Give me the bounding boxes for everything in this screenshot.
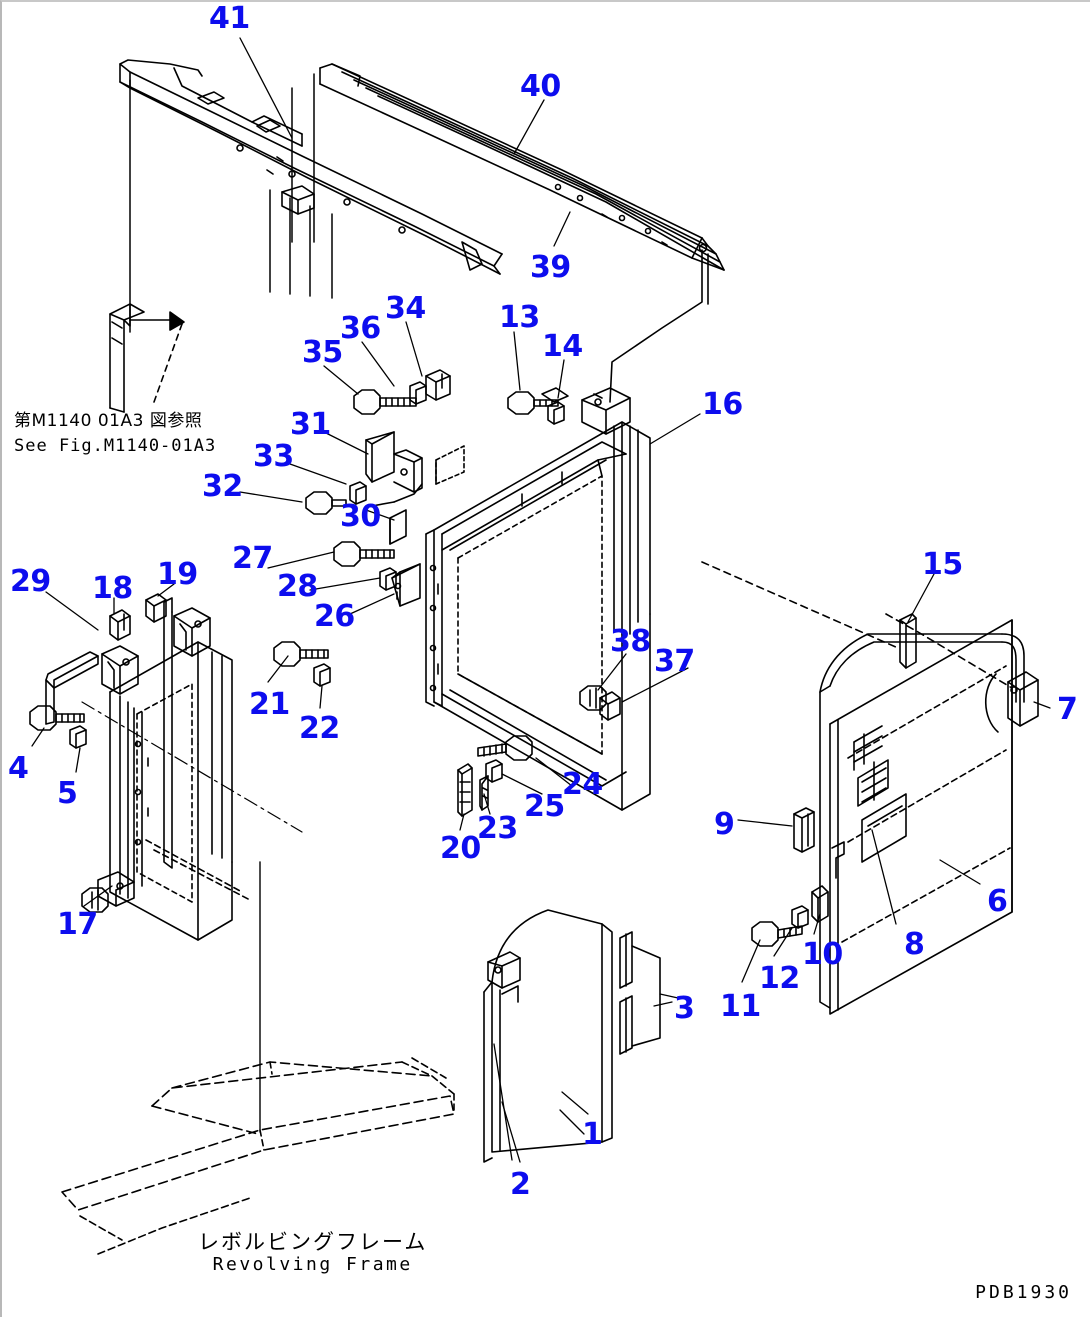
bracket-cluster-31 bbox=[365, 431, 423, 507]
fastener-19 bbox=[145, 593, 167, 623]
pin-20 bbox=[457, 763, 473, 817]
callout-16[interactable]: 16 bbox=[702, 387, 743, 422]
callout-3[interactable]: 3 bbox=[674, 991, 695, 1026]
revolving-frame-label: レボルビングフレーム Revolving Frame bbox=[198, 1230, 427, 1276]
callout-7[interactable]: 7 bbox=[1057, 692, 1078, 727]
revolving-frame-label-jp: レボルビングフレーム bbox=[198, 1230, 428, 1254]
callout-30[interactable]: 30 bbox=[340, 499, 381, 534]
callout-8[interactable]: 8 bbox=[904, 927, 925, 962]
fastener-28 bbox=[379, 567, 397, 591]
reference-note-japanese: 第M1140 01A3 図参照 bbox=[14, 411, 203, 431]
left-post-41 bbox=[109, 303, 185, 413]
right-door-6 bbox=[701, 561, 1039, 1015]
fastener-21 bbox=[273, 641, 329, 667]
fastener-32 bbox=[305, 491, 347, 515]
callout-25[interactable]: 25 bbox=[524, 789, 565, 824]
callout-37[interactable]: 37 bbox=[654, 644, 695, 679]
rail-40-39 bbox=[319, 63, 725, 403]
callout-20[interactable]: 20 bbox=[440, 831, 481, 866]
rail-hangers bbox=[129, 73, 333, 333]
callout-19[interactable]: 19 bbox=[157, 557, 198, 592]
callout-40[interactable]: 40 bbox=[520, 69, 561, 104]
center-frame-16 bbox=[425, 421, 651, 811]
fastener-27 bbox=[333, 541, 395, 567]
callout-34[interactable]: 34 bbox=[385, 291, 426, 326]
rail-41 bbox=[119, 59, 503, 275]
callout-28[interactable]: 28 bbox=[277, 569, 318, 604]
callout-10[interactable]: 10 bbox=[802, 937, 843, 972]
top-brackets bbox=[541, 387, 631, 435]
callout-21[interactable]: 21 bbox=[249, 687, 290, 722]
callout-18[interactable]: 18 bbox=[92, 571, 133, 606]
revolving-frame-label-en: Revolving Frame bbox=[212, 1254, 413, 1275]
fastener-5 bbox=[69, 725, 87, 749]
reference-note-english: See Fig.M1140-01A3 bbox=[14, 436, 217, 456]
fastener-4 bbox=[29, 705, 85, 731]
callout-35[interactable]: 35 bbox=[302, 335, 343, 370]
callout-27[interactable]: 27 bbox=[232, 541, 273, 576]
fastener-24 bbox=[477, 735, 533, 761]
fastener-13 bbox=[507, 391, 559, 415]
callout-17[interactable]: 17 bbox=[57, 907, 98, 942]
fastener-35 bbox=[353, 389, 417, 415]
fastener-14 bbox=[547, 401, 565, 425]
callout-5[interactable]: 5 bbox=[57, 776, 78, 811]
callout-23[interactable]: 23 bbox=[477, 811, 518, 846]
callout-36[interactable]: 36 bbox=[340, 311, 381, 346]
callout-41[interactable]: 41 bbox=[209, 1, 250, 36]
callout-2[interactable]: 2 bbox=[510, 1167, 531, 1202]
callout-14[interactable]: 14 bbox=[542, 329, 583, 364]
callout-1[interactable]: 1 bbox=[582, 1117, 603, 1152]
fastener-22 bbox=[313, 663, 331, 687]
callout-6[interactable]: 6 bbox=[987, 884, 1008, 919]
plate-30 bbox=[389, 509, 407, 545]
callout-15[interactable]: 15 bbox=[922, 547, 963, 582]
callout-13[interactable]: 13 bbox=[499, 300, 540, 335]
callout-39[interactable]: 39 bbox=[530, 250, 571, 285]
revolving-frame bbox=[61, 861, 455, 1255]
callout-38[interactable]: 38 bbox=[610, 624, 651, 659]
callout-26[interactable]: 26 bbox=[314, 599, 355, 634]
leader-lines bbox=[31, 37, 1051, 1163]
fastener-33 bbox=[349, 481, 367, 505]
callout-29[interactable]: 29 bbox=[10, 564, 51, 599]
callout-22[interactable]: 22 bbox=[299, 711, 340, 746]
fastener-38 bbox=[579, 685, 607, 711]
fastener-23 bbox=[479, 775, 489, 811]
callout-12[interactable]: 12 bbox=[759, 961, 800, 996]
callout-4[interactable]: 4 bbox=[8, 751, 29, 786]
fastener-18 bbox=[109, 609, 131, 641]
callout-32[interactable]: 32 bbox=[202, 469, 243, 504]
sheet-code: PDB1930 bbox=[975, 1282, 1072, 1303]
fastener-37 bbox=[599, 691, 621, 721]
left-guard-assembly bbox=[45, 597, 303, 941]
bottom-cover-1 bbox=[483, 909, 679, 1163]
callout-24[interactable]: 24 bbox=[562, 767, 603, 802]
callout-33[interactable]: 33 bbox=[253, 439, 294, 474]
callout-31[interactable]: 31 bbox=[290, 407, 331, 442]
fastener-12 bbox=[791, 905, 809, 929]
callout-11[interactable]: 11 bbox=[720, 989, 761, 1024]
fastener-36 bbox=[409, 381, 427, 405]
fastener-34 bbox=[425, 369, 451, 401]
callout-9[interactable]: 9 bbox=[714, 807, 735, 842]
